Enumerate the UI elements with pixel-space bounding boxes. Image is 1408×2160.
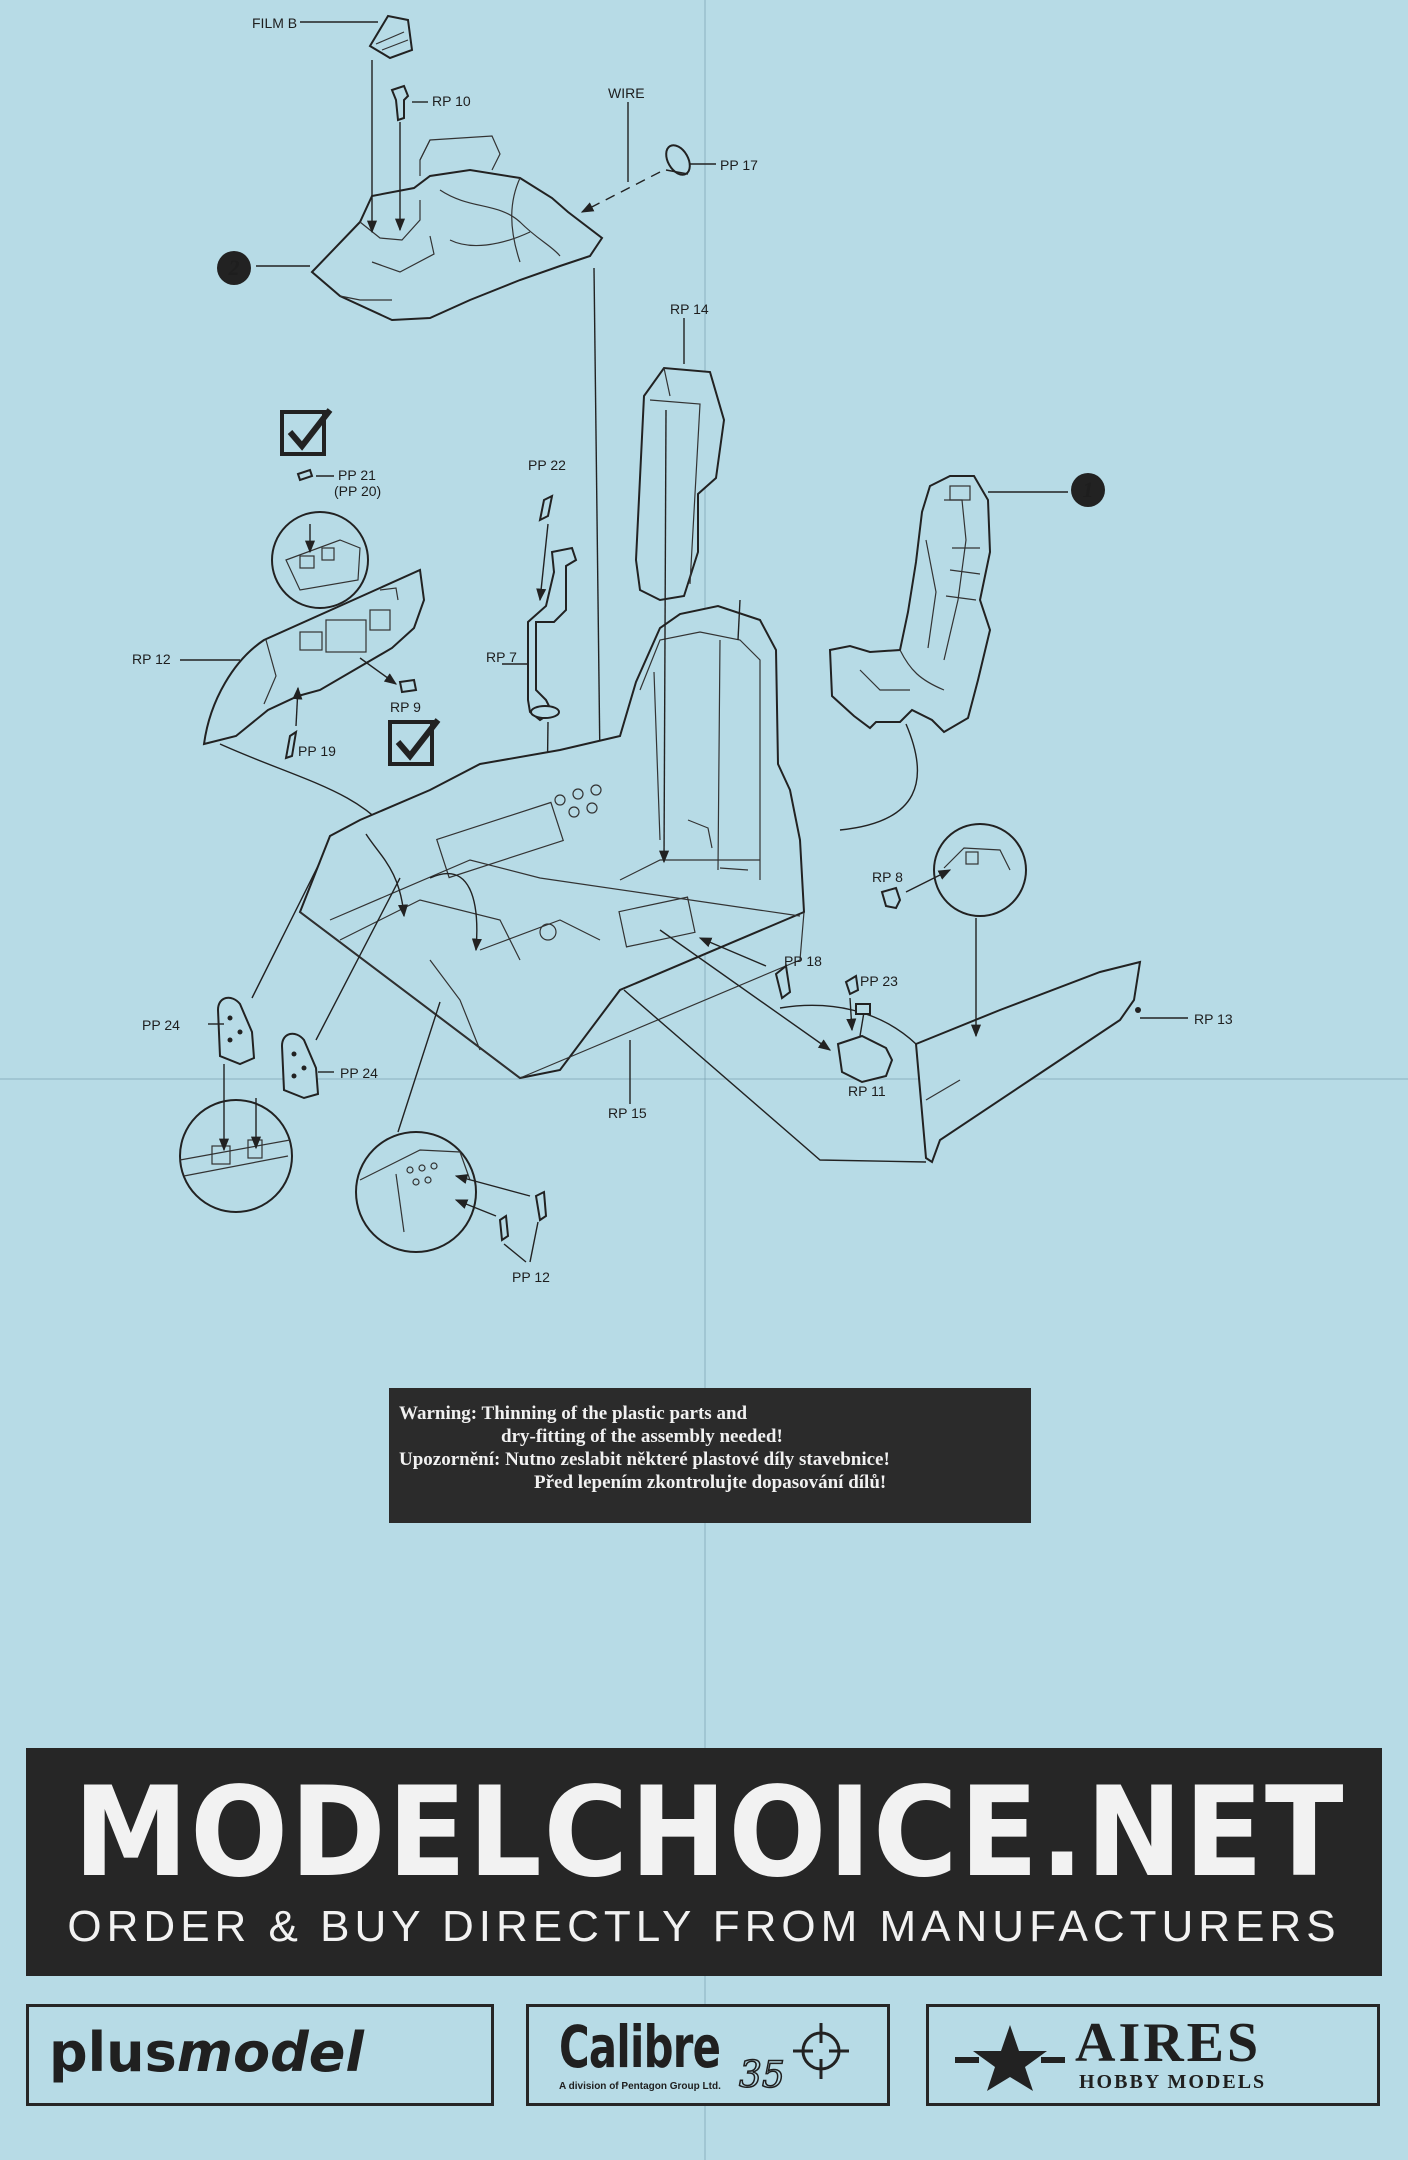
calibre-number: 35 [738, 2054, 785, 2097]
rp15-cockpit-tub-part [298, 604, 806, 1080]
pp12-detail-circle [355, 1131, 477, 1253]
film-b-part [368, 14, 414, 60]
plusmodel-wordmark: plusmodel [49, 2021, 364, 2084]
label-pp20: (PP 20) [334, 483, 381, 499]
pp24-detail-circle [179, 1099, 293, 1213]
label-pp12: PP 12 [512, 1269, 550, 1285]
plusmodel-wordmark-a: plus [49, 2021, 177, 2084]
warning-box: Warning: Thinning of the plastic parts a… [389, 1388, 1031, 1523]
warning-label-en: Warning: [399, 1403, 478, 1424]
rp10-part [390, 84, 410, 122]
label-rp12: RP 12 [132, 651, 171, 667]
calibre35-logo: Calibre 35 A division of Pentagon Group … [526, 2004, 890, 2106]
label-rp11: RP 11 [848, 1083, 886, 1099]
rp12-side-console-part [202, 568, 426, 746]
calibre-wordmark: Calibre [559, 2013, 721, 2081]
crosshair-icon [793, 2023, 849, 2079]
ejection-seat-part [828, 475, 992, 734]
label-pp18: PP 18 [784, 953, 822, 969]
banner-title: MODELCHOICE.NET [73, 1761, 1346, 1905]
label-pp24-right: PP 24 [340, 1065, 378, 1081]
label-rp8: RP 8 [872, 869, 903, 885]
paper-fold-vertical [704, 0, 706, 2160]
label-rp9: RP 9 [390, 699, 421, 715]
plusmodel-logo: plusmodel [26, 2004, 494, 2106]
label-pp24-left: PP 24 [142, 1017, 180, 1033]
modelchoice-banner: MODELCHOICE.NET ORDER & BUY DIRECTLY FRO… [26, 1748, 1382, 1976]
pp24-right-panel-part [280, 1032, 320, 1100]
warning-line-3: Upozornění: Nutno zeslabit některé plast… [399, 1448, 1031, 1471]
step-2-marker: 2 [217, 251, 251, 285]
paper-fold-horizontal [0, 1078, 1408, 1080]
step-1-number: 1 [1083, 477, 1094, 502]
label-pp17: PP 17 [720, 157, 758, 173]
pp21-detail-circle [271, 511, 369, 609]
rp13-right-console-part [914, 960, 1142, 1164]
star-icon [955, 2025, 1065, 2091]
aires-tagline: HOBBY MODELS [1079, 2071, 1267, 2093]
assembly-diagram: 2 1 [132, 14, 1233, 1285]
warning-text-2: dry-fitting of the assembly needed! [501, 1426, 783, 1447]
calibre-tagline: A division of Pentagon Group Ltd. [559, 2081, 721, 2092]
label-rp7: RP 7 [486, 649, 517, 665]
rp14-instrument-panel-part [634, 366, 726, 602]
warning-text-3: Nutno zeslabit některé plastové díly sta… [505, 1449, 890, 1470]
warning-text-1: Thinning of the plastic parts and [481, 1403, 748, 1424]
aires-wordmark: AIRES [1075, 2012, 1262, 2074]
label-rp15: RP 15 [608, 1105, 647, 1121]
pp24-left-panel-part [216, 996, 256, 1066]
step-1-marker: 1 [1071, 473, 1105, 507]
label-wire: WIRE [608, 85, 645, 101]
label-pp19: PP 19 [298, 743, 336, 759]
canopy-coaming-part [310, 135, 604, 322]
label-pp23: PP 23 [860, 973, 898, 989]
label-rp14: RP 14 [670, 301, 709, 317]
step-2-number: 2 [228, 255, 240, 280]
warning-text-4: Před lepením zkontrolujte dopasování díl… [534, 1472, 887, 1493]
label-pp21: PP 21 [338, 467, 376, 483]
rp8-detail-circle [933, 823, 1027, 917]
label-film-b: FILM B [252, 15, 297, 31]
rp7-control-stick-part [527, 546, 578, 722]
plusmodel-wordmark-b: model [176, 2021, 364, 2084]
label-rp10: RP 10 [432, 93, 471, 109]
warning-label-cz: Upozornění: [399, 1449, 501, 1470]
rp11-throttle-part [836, 1003, 894, 1084]
pp17-part [665, 144, 691, 176]
banner-subtitle: ORDER & BUY DIRECTLY FROM MANUFACTURERS [67, 1902, 1341, 1951]
warning-line-1: Warning: Thinning of the plastic parts a… [399, 1402, 1031, 1425]
label-pp22: PP 22 [528, 457, 566, 473]
checkbox-checked-icon [280, 408, 333, 456]
aires-logo: AIRES HOBBY MODELS [926, 2004, 1380, 2106]
checkbox-checked-icon [388, 718, 441, 766]
label-rp13: RP 13 [1194, 1011, 1233, 1027]
